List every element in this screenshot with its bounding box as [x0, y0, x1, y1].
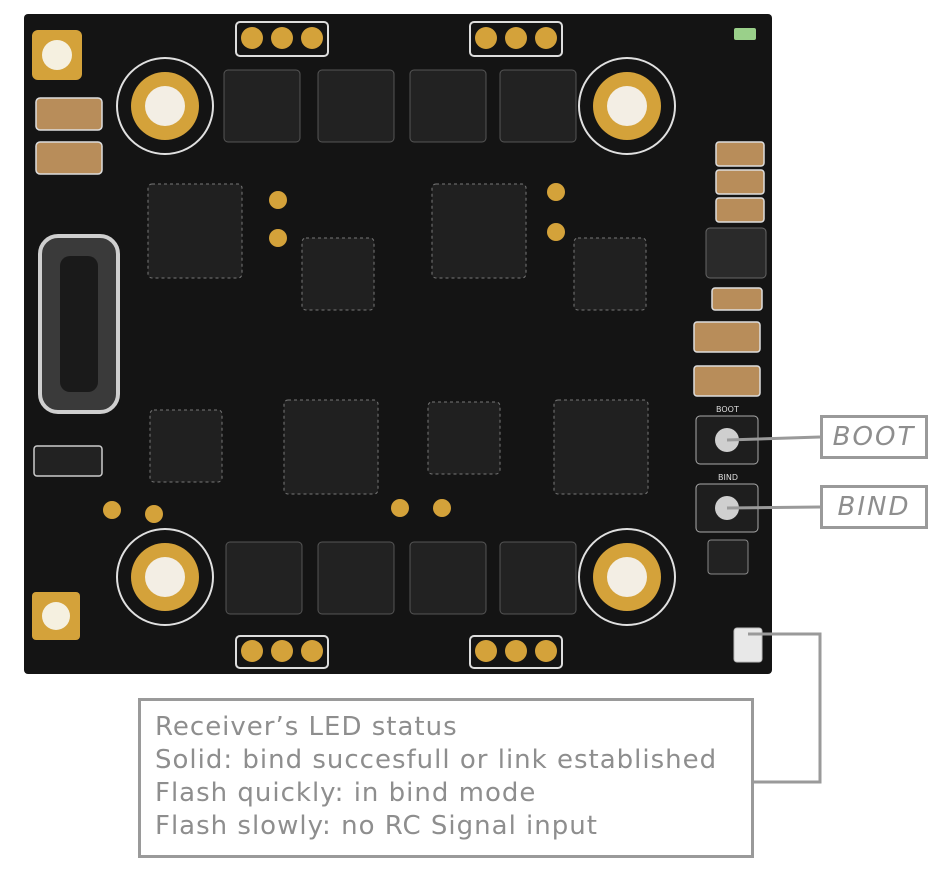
led-status-flash-slow: Flash slowly: no RC Signal input [155, 811, 598, 841]
led-callout-line [748, 632, 822, 784]
inductor [705, 227, 767, 279]
receiver-led [733, 627, 763, 663]
mosfets-bottom-row [225, 541, 577, 615]
mcu-chips [149, 237, 647, 483]
corner-pad-hole [42, 40, 72, 70]
pcb-body [24, 14, 772, 674]
motor-pads-bottom-left [235, 635, 329, 669]
bind-callout: BIND [820, 485, 928, 529]
diode [33, 445, 103, 477]
receiver-chip [707, 539, 749, 575]
motor-pads-bottom-right [469, 635, 563, 669]
status-led-top [734, 28, 756, 40]
mounting-hole-top-right [578, 57, 676, 155]
gold-vias [103, 183, 565, 523]
mounting-hole-top-left [116, 57, 214, 155]
mosfets-top-row [223, 69, 577, 143]
boot-callout-line [726, 435, 821, 442]
boot-silkscreen-label: BOOT [716, 405, 739, 414]
led-status-title: Receiver’s LED status [155, 712, 458, 742]
gate-driver-chips [147, 183, 649, 495]
bind-callout-line [726, 505, 821, 510]
motor-pads-top-right [469, 21, 563, 57]
led-status-callout: Receiver’s LED status Solid: bind succes… [138, 698, 754, 858]
bind-silkscreen-label: BIND [718, 473, 738, 482]
boot-callout: BOOT [820, 415, 928, 459]
corner-pad-hole [42, 602, 70, 630]
led-status-solid: Solid: bind succesfull or link establish… [155, 745, 718, 775]
led-status-flash-quick: Flash quickly: in bind mode [155, 778, 537, 808]
motor-pads-top-left [235, 21, 329, 57]
mounting-hole-bottom-left [116, 528, 214, 626]
passive-components [35, 97, 765, 397]
usb-connector [38, 234, 120, 414]
mounting-hole-bottom-right [578, 528, 676, 626]
